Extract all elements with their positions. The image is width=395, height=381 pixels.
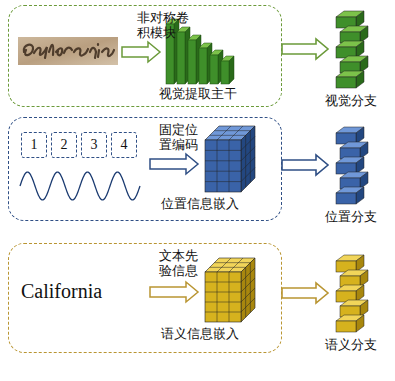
index-number: 1 — [31, 137, 38, 153]
feature-branch-stack: 语义分支 — [330, 252, 372, 334]
module-panel: 固定位置编码位置信息嵌入 1 2 3 4 — [8, 117, 282, 221]
module-panel: California 文本先验信息语义信息嵌入 — [8, 243, 282, 353]
flow-arrow — [150, 282, 198, 302]
stack-icon — [330, 252, 372, 334]
hollow-arrow — [282, 283, 328, 303]
index-number: 4 — [121, 137, 128, 153]
embedding-cube — [205, 126, 255, 192]
embedding-cube — [205, 258, 255, 322]
flow-arrow — [150, 154, 198, 174]
module-label: 位置信息嵌入 — [161, 197, 239, 212]
branch-label: 位置分支 — [316, 210, 386, 225]
flow-arrow — [122, 42, 160, 62]
module-label: 视觉提取主干 — [159, 87, 237, 102]
position-index-box: 3 — [81, 132, 107, 158]
module-label: 语义信息嵌入 — [161, 327, 239, 342]
branch-label: 视觉分支 — [316, 94, 386, 109]
backbone-bars — [166, 19, 234, 84]
position-index-box: 4 — [111, 132, 137, 158]
position-index-box: 1 — [21, 132, 47, 158]
position-index-box: 2 — [51, 132, 77, 158]
module-label: 文本先验信息 — [159, 249, 203, 279]
feature-branch-stack: 位置分支 — [330, 124, 372, 206]
index-number: 3 — [91, 137, 98, 153]
stack-icon — [330, 124, 372, 206]
module-label: 固定位置编码 — [159, 123, 203, 153]
index-number: 2 — [61, 137, 68, 153]
sine-wave — [20, 172, 140, 200]
hollow-arrow — [282, 39, 328, 59]
feature-branch-stack: 视觉分支 — [330, 8, 372, 90]
module-label: 非对称卷积模块 — [137, 11, 193, 41]
handwriting-image — [18, 37, 118, 65]
hollow-arrow — [282, 155, 328, 175]
example-word: California — [21, 280, 102, 303]
module-panel: 非对称卷积模块视觉提取主干 — [8, 5, 282, 107]
stack-icon — [330, 8, 372, 90]
branch-label: 语义分支 — [316, 338, 386, 353]
